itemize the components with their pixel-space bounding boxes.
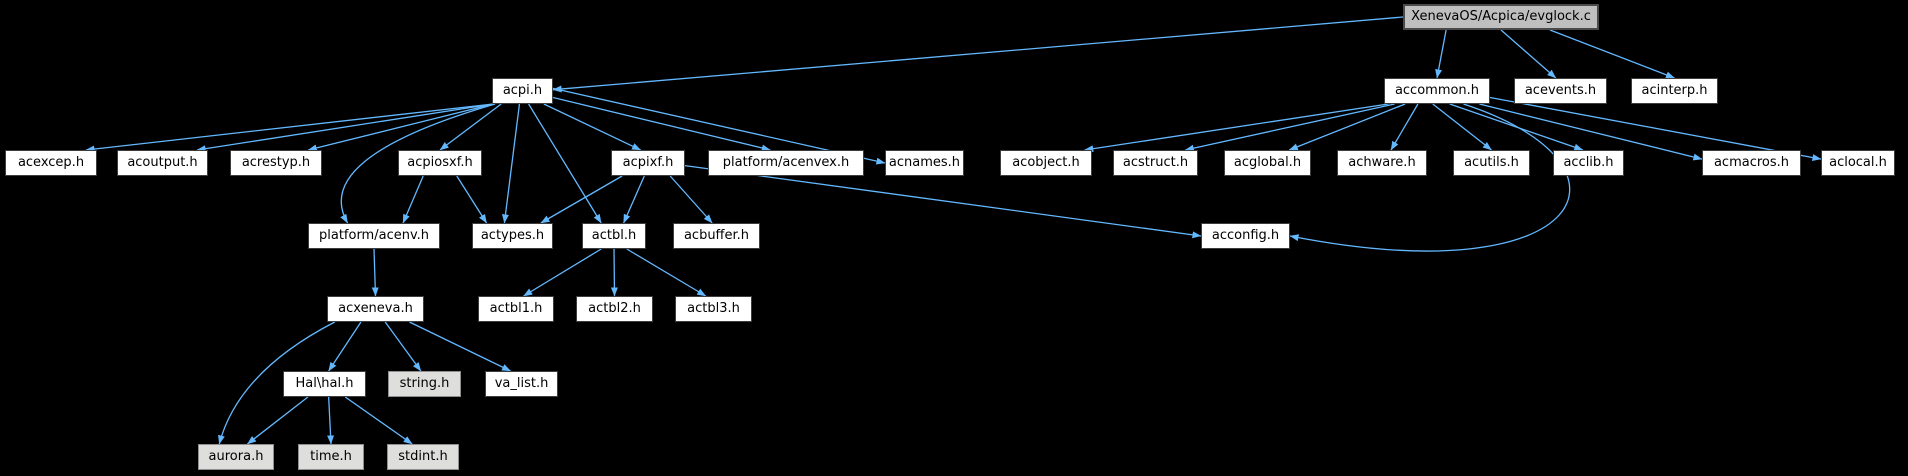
node-actbl3-h[interactable]: actbl3.h <box>675 296 752 322</box>
node-actbl2-h[interactable]: actbl2.h <box>576 296 653 322</box>
edge-acpi-to-acenvex <box>552 96 771 152</box>
edge-hal-to-aurora <box>247 396 309 445</box>
node-acexcep-h[interactable]: acexcep.h <box>5 150 97 176</box>
edge-accommon-to-acobject <box>1084 103 1389 153</box>
edge-accommon-to-acconfig <box>1289 103 1571 252</box>
node-acpixf-h[interactable]: acpixf.h <box>611 150 685 176</box>
node-hal-hal-h[interactable]: Hal\hal.h <box>283 371 366 397</box>
node-platform-acenvex-h[interactable]: platform/acenvex.h <box>708 150 864 176</box>
edge-acenv-to-acxeneva <box>371 248 379 297</box>
edge-actbl-to-actbl2 <box>610 248 618 297</box>
edge-evglock-to-acevents <box>1500 29 1557 79</box>
node-acbuffer-h[interactable]: acbuffer.h <box>673 223 760 249</box>
edge-acpiosxf-to-actypes <box>456 175 488 224</box>
edge-acpixf-to-acbuffer <box>669 175 713 224</box>
node-actbl1-h[interactable]: actbl1.h <box>478 296 554 322</box>
node-acxeneva-h[interactable]: acxeneva.h <box>327 296 424 322</box>
node-acevents-h[interactable]: acevents.h <box>1514 78 1607 104</box>
node-acnames-h[interactable]: acnames.h <box>885 150 964 176</box>
edge-accommon-to-acclib <box>1449 103 1584 151</box>
node-platform-acenv-h[interactable]: platform/acenv.h <box>308 223 440 249</box>
node-time-h[interactable]: time.h <box>298 444 364 470</box>
node-achware-h[interactable]: achware.h <box>1337 150 1427 176</box>
node-acrestyp-h[interactable]: acrestyp.h <box>230 150 322 176</box>
edge-evglock-to-acinterp <box>1549 29 1675 79</box>
node-string-h[interactable]: string.h <box>388 371 461 397</box>
edge-acpi-to-acpiosxf <box>439 103 502 151</box>
edge-actbl-to-actbl1 <box>523 248 602 297</box>
edge-acpi-to-acexcep <box>85 103 494 153</box>
edge-acxeneva-to-valist <box>409 321 511 372</box>
edge-acpi-to-acrestyp <box>307 103 494 152</box>
edge-hal-to-time <box>327 396 335 445</box>
node-acstruct-h[interactable]: acstruct.h <box>1113 150 1198 176</box>
node-stdint-h[interactable]: stdint.h <box>387 444 459 470</box>
edge-acpi-to-actbl <box>528 103 602 224</box>
node-evglock-c[interactable]: XenevaOS/Acpica/evglock.c <box>1403 4 1599 30</box>
edge-acpixf-to-actypes <box>540 175 623 224</box>
edge-acxeneva-to-hal <box>328 321 362 372</box>
edge-acpi-to-acoutput <box>196 103 494 153</box>
node-accommon-h[interactable]: accommon.h <box>1384 78 1490 104</box>
node-acglobal-h[interactable]: acglobal.h <box>1224 150 1311 176</box>
node-va-list-h[interactable]: va_list.h <box>485 371 558 397</box>
edge-acpixf-to-acconfig <box>684 164 1202 239</box>
node-actypes-h[interactable]: actypes.h <box>472 223 553 249</box>
edge-acpi-to-actypes <box>502 103 521 224</box>
node-acmacros-h[interactable]: acmacros.h <box>1702 150 1801 176</box>
edge-acxeneva-to-string <box>384 321 422 372</box>
edge-accommon-to-acstruct <box>1184 103 1395 152</box>
node-acpiosxf-h[interactable]: acpiosxf.h <box>398 150 482 176</box>
node-acoutput-h[interactable]: acoutput.h <box>117 150 208 176</box>
edge-accommon-to-acutils <box>1432 103 1492 151</box>
node-acobject-h[interactable]: acobject.h <box>1000 150 1092 176</box>
node-acconfig-h[interactable]: acconfig.h <box>1201 223 1290 249</box>
node-acutils-h[interactable]: acutils.h <box>1453 150 1530 176</box>
edge-accommon-to-acglobal <box>1288 103 1406 151</box>
node-aclocal-h[interactable]: aclocal.h <box>1821 150 1895 176</box>
node-actbl-h[interactable]: actbl.h <box>582 223 646 249</box>
node-acclib-h[interactable]: acclib.h <box>1553 150 1624 176</box>
node-acinterp-h[interactable]: acinterp.h <box>1631 78 1718 104</box>
edge-hal-to-stdint <box>344 396 413 445</box>
edge-accommon-to-acmacros <box>1479 103 1703 161</box>
edge-evglock-to-accommon <box>1435 29 1447 79</box>
node-aurora-h[interactable]: aurora.h <box>198 444 274 470</box>
edge-acxeneva-to-aurora <box>218 321 336 445</box>
edge-acpixf-to-actbl <box>623 175 645 224</box>
edge-acpi-to-acpixf <box>543 103 641 151</box>
edge-accommon-to-aclocal <box>1489 96 1822 161</box>
edge-acpi-to-acenv <box>340 103 496 224</box>
node-acpi-h[interactable]: acpi.h <box>492 78 553 104</box>
edge-evglock-to-acpi <box>552 16 1404 93</box>
edge-accommon-to-achware <box>1390 103 1419 151</box>
edge-acpiosxf-to-acenv <box>402 175 424 224</box>
edge-actbl-to-actbl3 <box>626 248 707 297</box>
